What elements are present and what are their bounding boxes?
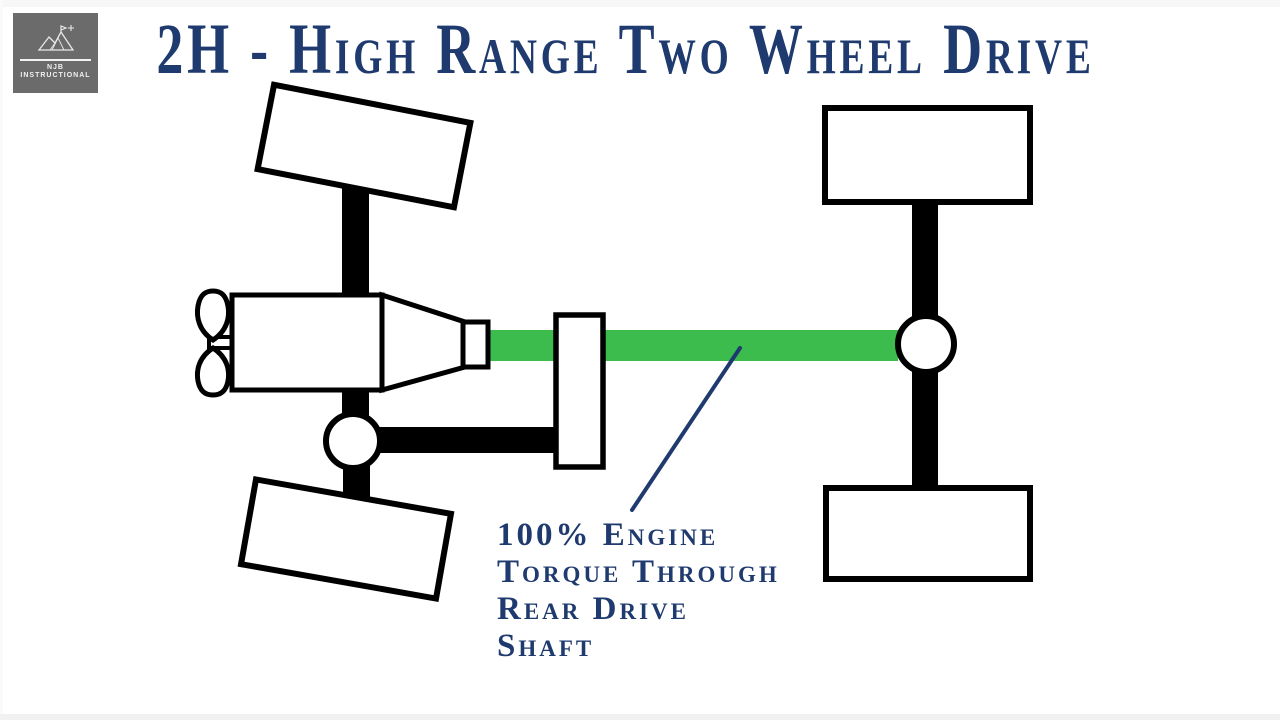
transmission-bellhousing (379, 291, 468, 394)
fan-blade-bottom (194, 345, 232, 398)
front-differential (323, 411, 383, 471)
front-wheel-top (254, 81, 474, 211)
annotation-text: 100% Engine Torque Through Rear Drive Sh… (497, 517, 780, 665)
channel-logo: NJB INSTRUCTIONAL (13, 13, 98, 93)
logo-brand-line2: INSTRUCTIONAL (20, 72, 91, 79)
logo-brand-line1: NJB (46, 64, 64, 71)
annotation-leader-line (630, 346, 742, 512)
transmission-output (460, 319, 491, 370)
title-container: 2H - High Range Two Wheel Drive (0, 13, 1250, 85)
rear-wheel-bottom (823, 485, 1033, 582)
mountain-camp-icon (34, 21, 78, 57)
frame-edge-top (0, 0, 1280, 7)
front-drive-shaft (350, 427, 557, 453)
transfer-case (553, 312, 606, 470)
annotation-line: Torque Through (497, 554, 780, 590)
annotation-line: 100% Engine (497, 517, 719, 553)
front-wheel-bottom (237, 475, 455, 603)
engine-block (229, 292, 385, 393)
annotation-line: Rear Drive (497, 591, 689, 627)
page-title: 2H - High Range Two Wheel Drive (155, 9, 1095, 89)
rear-drive-shaft (480, 330, 898, 361)
rear-wheel-top (822, 105, 1033, 205)
logo-divider (20, 59, 91, 61)
front-axle-upper-segment (342, 186, 369, 298)
frame-edge-bottom (0, 714, 1280, 720)
fan-blade-top (194, 288, 232, 343)
annotation-line: Shaft (497, 628, 595, 664)
frame-edge-left (0, 0, 3, 720)
rear-differential (895, 313, 957, 375)
